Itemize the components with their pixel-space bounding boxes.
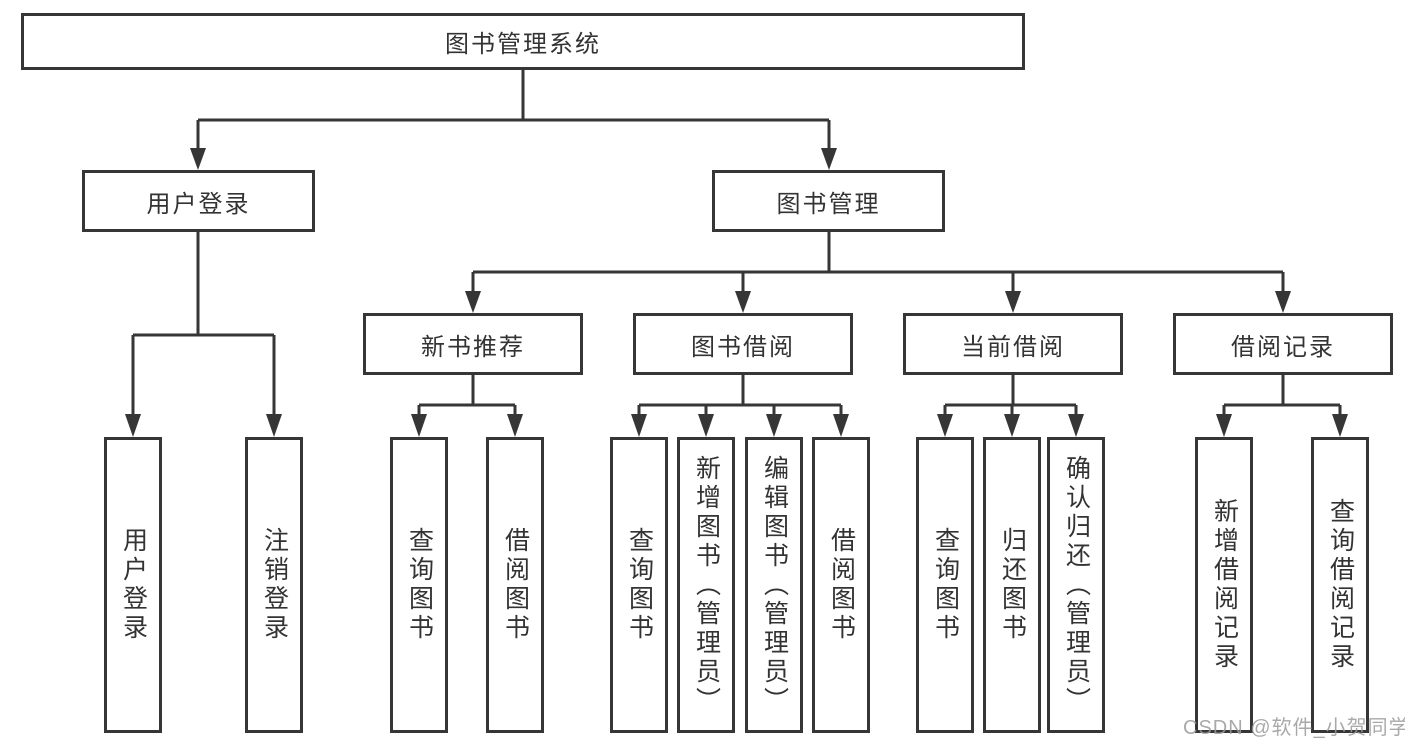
leaf-bb-query-book-label: 查询图书 <box>625 527 654 643</box>
node-new-book-recommend-label: 新书推荐 <box>421 333 525 361</box>
node-borrow-records: 借阅记录 <box>1173 313 1393 375</box>
node-borrow-records-label: 借阅记录 <box>1231 333 1335 361</box>
arrowheads <box>125 148 1348 437</box>
leaf-br-add-record: 新增借阅记录 <box>1195 437 1253 733</box>
leaf-cb-query-book: 查询图书 <box>916 437 974 733</box>
leaf-cb-confirm-return-admin-label: 确认归还（管理员） <box>1062 454 1091 716</box>
leaf-bb-borrow-book-label: 借阅图书 <box>827 527 856 643</box>
leaf-cb-return-book-label: 归还图书 <box>998 527 1027 643</box>
leaf-user-login: 用户登录 <box>104 437 162 733</box>
node-new-book-recommend: 新书推荐 <box>363 313 583 375</box>
leaf-nbr-borrow-book-label: 借阅图书 <box>501 527 530 643</box>
leaf-nbr-query-book-label: 查询图书 <box>405 527 434 643</box>
leaf-bb-edit-book-admin-label: 编辑图书（管理员） <box>760 454 789 716</box>
leaf-bb-borrow-book: 借阅图书 <box>812 437 870 733</box>
leaf-bb-edit-book-admin: 编辑图书（管理员） <box>745 437 803 733</box>
leaf-nbr-borrow-book: 借阅图书 <box>486 437 544 733</box>
leaf-cb-confirm-return-admin: 确认归还（管理员） <box>1047 437 1105 733</box>
leaf-bb-add-book-admin: 新增图书（管理员） <box>677 437 735 733</box>
leaf-user-login-label: 用户登录 <box>119 527 148 643</box>
leaf-bb-query-book: 查询图书 <box>610 437 668 733</box>
node-book-management-label: 图书管理 <box>776 190 881 218</box>
node-current-borrow: 当前借阅 <box>903 313 1123 375</box>
leaf-bb-add-book-admin-label: 新增图书（管理员） <box>692 454 721 716</box>
csdn-watermark-text: CSDN @软件_小贺同学 <box>1183 717 1405 739</box>
node-user-login-label: 用户登录 <box>146 190 251 218</box>
leaf-logout-label: 注销登录 <box>260 527 289 643</box>
csdn-watermark: CSDN @软件_小贺同学 <box>1183 711 1405 740</box>
leaf-br-query-record: 查询借阅记录 <box>1311 437 1369 733</box>
leaf-br-query-record-label: 查询借阅记录 <box>1326 498 1355 672</box>
node-book-management: 图书管理 <box>712 170 945 232</box>
node-root: 图书管理系统 <box>21 13 1025 70</box>
leaf-cb-query-book-label: 查询图书 <box>931 527 960 643</box>
leaf-logout: 注销登录 <box>245 437 303 733</box>
node-root-label: 图书管理系统 <box>445 31 601 58</box>
node-book-borrow: 图书借阅 <box>633 313 853 375</box>
leaf-br-add-record-label: 新增借阅记录 <box>1210 498 1239 672</box>
node-book-borrow-label: 图书借阅 <box>691 333 795 361</box>
leaf-cb-return-book: 归还图书 <box>983 437 1041 733</box>
node-current-borrow-label: 当前借阅 <box>961 333 1065 361</box>
node-user-login: 用户登录 <box>82 170 315 232</box>
leaf-nbr-query-book: 查询图书 <box>390 437 448 733</box>
